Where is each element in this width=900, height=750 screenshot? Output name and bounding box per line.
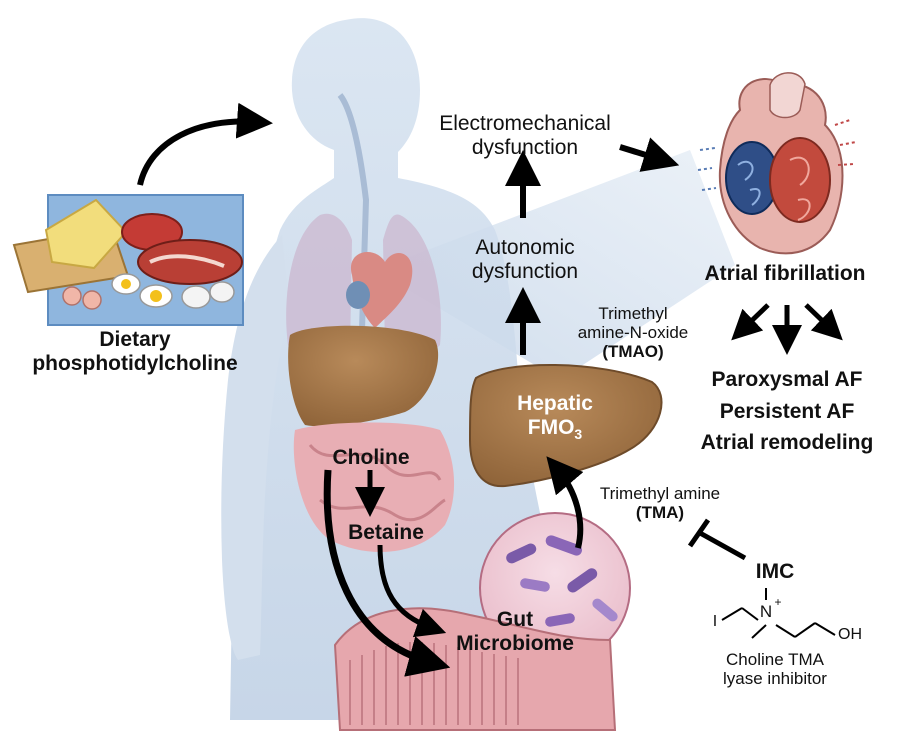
label-electromechanical-line1: Electromechanical bbox=[439, 112, 611, 135]
label-tmao-line1: Trimethyl bbox=[598, 304, 668, 323]
label-af-outcomes: Paroxysmal AF Persistent AF Atrial remod… bbox=[682, 364, 892, 459]
label-autonomic-line1: Autonomic bbox=[475, 236, 575, 259]
label-hepatic-line1: Hepatic bbox=[517, 392, 593, 415]
mol-charge: + bbox=[774, 595, 782, 609]
label-atrial-remodeling: Atrial remodeling bbox=[700, 431, 874, 454]
mol-hydroxyl: OH bbox=[838, 626, 862, 643]
arrow-choline-to-gut bbox=[323, 469, 451, 677]
label-tmao-line2: amine-N-oxide bbox=[577, 323, 689, 343]
imc-structure bbox=[721, 588, 836, 639]
arrow-gut-to-liver bbox=[546, 456, 584, 549]
label-choline: Choline bbox=[332, 446, 410, 469]
label-inhibitor-line1: Choline TMA bbox=[726, 650, 824, 669]
arrow-af-left bbox=[731, 303, 770, 341]
label-hepatic-line2: FMO3 bbox=[490, 416, 620, 443]
arrow-food-to-mouth bbox=[137, 102, 273, 186]
label-inhibitor: Choline TMA lyase inhibitor bbox=[690, 650, 860, 688]
label-autonomic: Autonomic dysfunction bbox=[460, 236, 590, 283]
label-tma-abbrev: (TMA) bbox=[635, 503, 685, 523]
mol-iodine: I bbox=[712, 613, 718, 630]
lungs bbox=[286, 213, 441, 357]
label-dietary-line1: Dietary bbox=[99, 328, 171, 351]
label-gut-line1: Gut bbox=[496, 608, 534, 631]
label-hepatic-fmo: FMO bbox=[527, 415, 575, 439]
small-heart bbox=[346, 252, 413, 328]
food-illustration bbox=[12, 194, 244, 326]
heart-illustration bbox=[697, 72, 857, 255]
label-gut-line2: Microbiome bbox=[456, 631, 574, 655]
label-inhibitor-line2: lyase inhibitor bbox=[723, 669, 827, 689]
label-hepatic-subscript: 3 bbox=[574, 425, 583, 442]
label-tmao-abbrev: (TMAO) bbox=[602, 342, 664, 362]
arrow-af-right bbox=[804, 303, 843, 341]
label-dietary: Dietary phosphotidylcholine bbox=[10, 328, 260, 375]
arrow-electromechanical-to-heart bbox=[619, 137, 680, 172]
inhibition-symbol bbox=[687, 518, 747, 561]
projection-beam bbox=[375, 150, 735, 380]
label-hepatic: Hepatic FMO3 bbox=[490, 392, 620, 442]
hepatic-liver bbox=[468, 364, 663, 488]
arrow-betaine-to-gut bbox=[377, 544, 447, 638]
label-autonomic-line2: dysfunction bbox=[471, 259, 579, 283]
label-gut-microbiome: Gut Microbiome bbox=[440, 608, 590, 655]
mol-nitrogen: N bbox=[759, 602, 773, 621]
label-tmao: Trimethyl amine-N-oxide (TMAO) bbox=[558, 304, 708, 361]
label-betaine: Betaine bbox=[348, 521, 424, 544]
label-paroxysmal-af: Paroxysmal AF bbox=[711, 368, 863, 391]
label-imc: IMC bbox=[755, 560, 795, 583]
label-tma-line1: Trimethyl amine bbox=[599, 484, 721, 503]
body-liver bbox=[288, 325, 439, 427]
label-atrial-fibrillation: Atrial fibrillation bbox=[704, 262, 866, 285]
label-tma: Trimethyl amine (TMA) bbox=[585, 484, 735, 522]
label-persistent-af: Persistent AF bbox=[719, 399, 855, 423]
label-dietary-line2: phosphotidylcholine bbox=[32, 351, 238, 375]
label-electromechanical-line2: dysfunction bbox=[471, 135, 579, 159]
label-electromechanical: Electromechanical dysfunction bbox=[410, 112, 640, 159]
